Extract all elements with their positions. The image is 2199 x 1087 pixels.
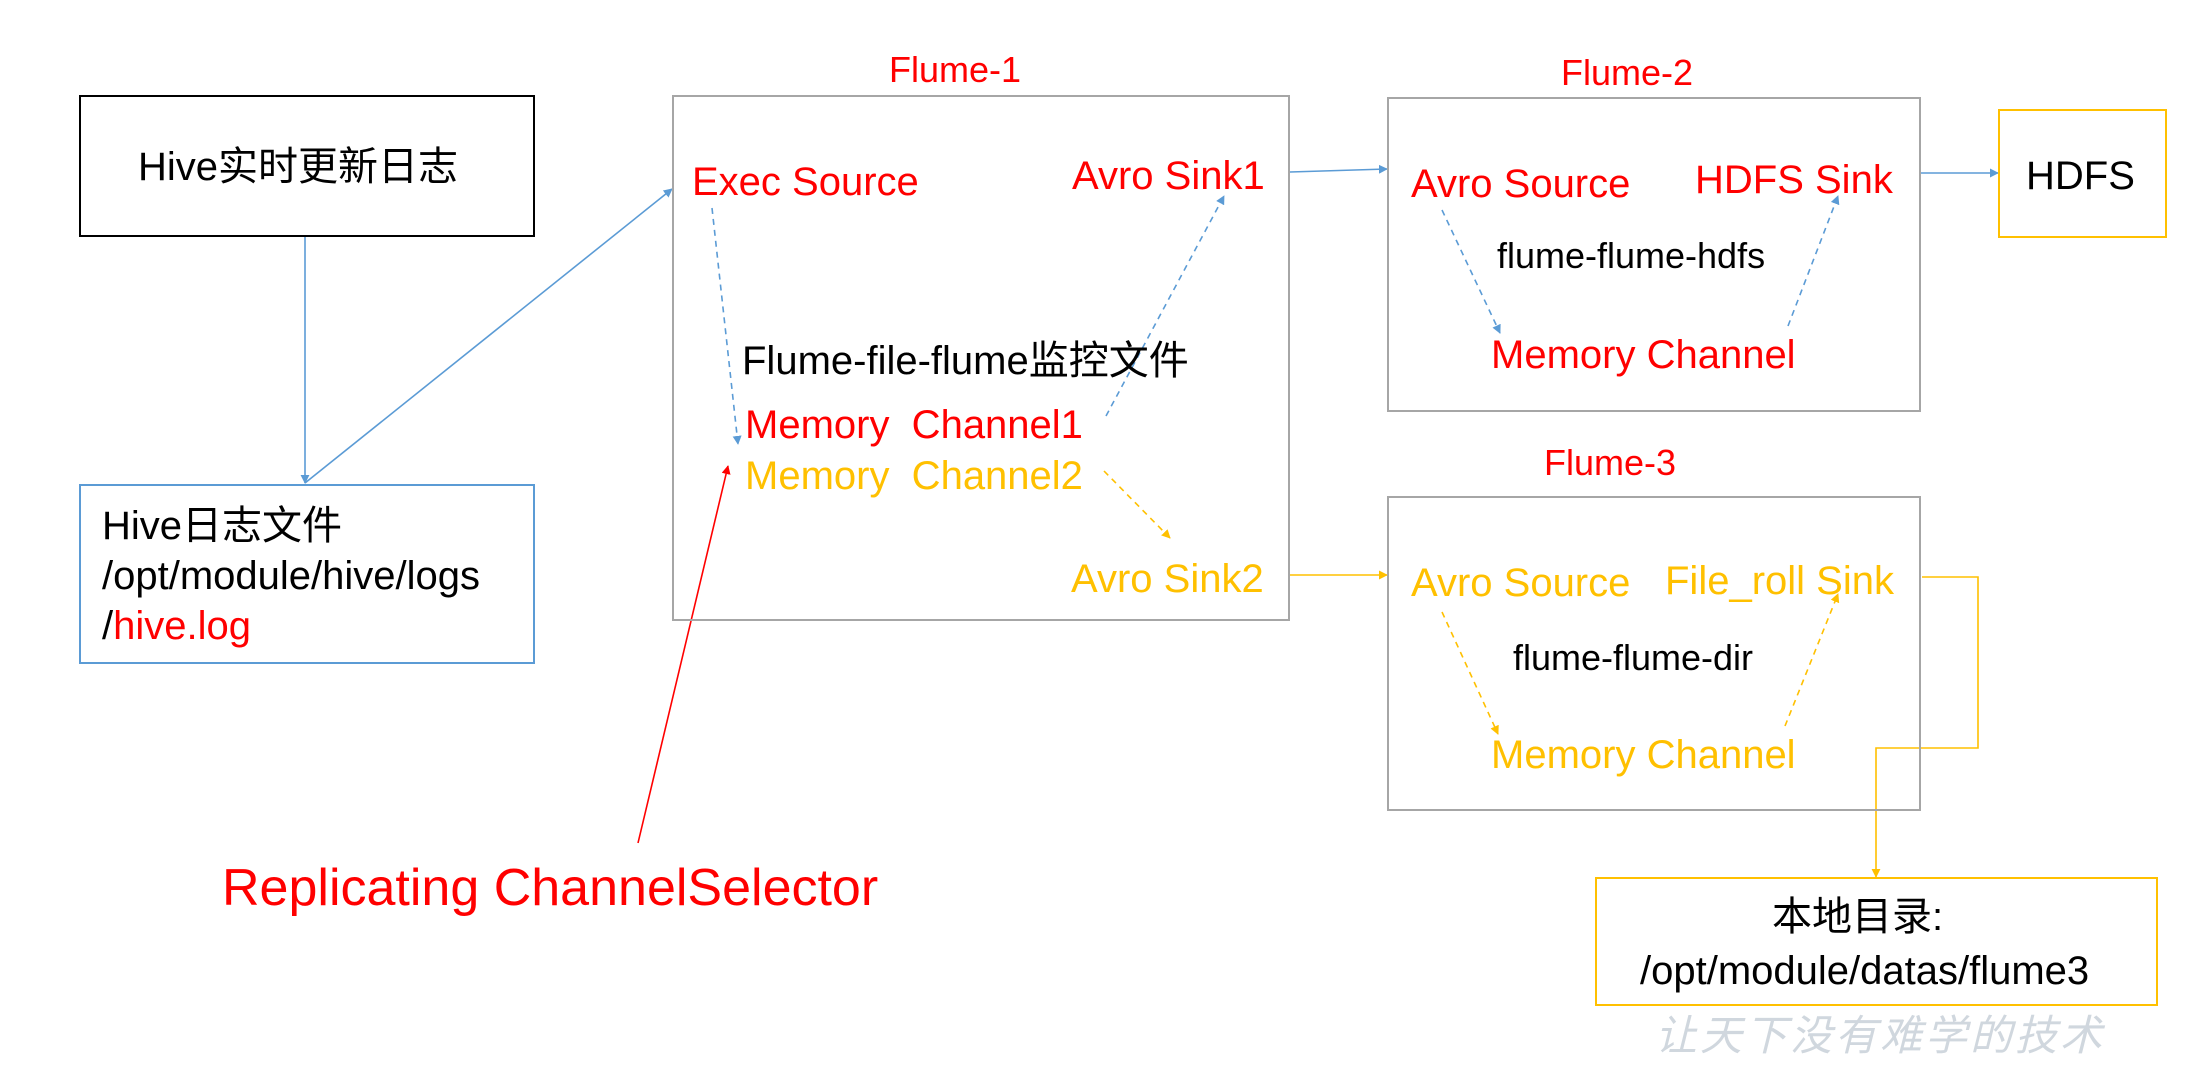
- arrow-logfile-to-exec-source: [304, 188, 673, 484]
- hive-log-box-label: Hive实时更新日志: [138, 145, 459, 189]
- flume3-memory-channel: Memory Channel: [1491, 733, 1796, 777]
- arrow-selector-to-channels: [637, 465, 731, 844]
- hive-log-box: Hive实时更新日志: [79, 95, 535, 237]
- local-dir-path: /opt/module/datas/flume3: [1640, 949, 2090, 993]
- hdfs-box: HDFS: [1998, 109, 2167, 238]
- hive-log-file-title: Hive日志文件: [102, 504, 343, 548]
- flume1-agent-box: [672, 95, 1290, 621]
- hdfs-box-label: HDFS: [2026, 154, 2135, 198]
- flume1-memory-channel2: Memory Channel2: [745, 454, 1083, 498]
- arrow-flume2-channel-to-hdfs-sink: [1787, 195, 1840, 327]
- flume2-hdfs-sink: HDFS Sink: [1695, 158, 1893, 202]
- replicating-channel-selector-label: Replicating ChannelSelector: [222, 859, 879, 917]
- flume2-avro-source: Avro Source: [1411, 162, 1631, 206]
- flume2-config-label: flume-flume-hdfs: [1497, 235, 1766, 276]
- watermark: 让天下没有难学的技术: [1655, 1011, 2106, 1060]
- arrow-flume2-source-to-channel: [1441, 209, 1501, 334]
- flume1-config-label: Flume-file-flume监控文件: [742, 339, 1189, 383]
- flume1-exec-source: Exec Source: [692, 160, 919, 204]
- hive-log-file-name: /hive.log: [102, 606, 251, 646]
- flume3-agent-box: [1387, 496, 1921, 811]
- flume2-title: Flume-2: [1561, 52, 1694, 93]
- hive-log-file-box: Hive日志文件 /opt/module/hive/logs /hive.log: [79, 484, 535, 664]
- arrow-flume3-channel-to-file-roll-sink: [1784, 593, 1840, 727]
- flume3-file-roll-sink: File_roll Sink: [1665, 559, 1894, 603]
- flume1-avro-sink1: Avro Sink1: [1072, 154, 1265, 198]
- flume2-memory-channel: Memory Channel: [1491, 333, 1796, 377]
- local-dir-title: 本地目录:: [1772, 895, 1944, 939]
- arrow-flume3-source-to-channel: [1441, 611, 1499, 735]
- flume3-title: Flume-3: [1544, 442, 1677, 483]
- arrow-file-roll-sink-to-local-dir: [1871, 576, 1979, 878]
- flume1-memory-channel1: Memory Channel1: [745, 403, 1083, 447]
- hive-log-file-path: /opt/module/hive/logs: [102, 554, 481, 598]
- arrow-avro-sink1-to-flume2: [1289, 164, 1388, 174]
- flume1-avro-sink2: Avro Sink2: [1071, 557, 1264, 601]
- arrow-channel1-to-avro-sink1: [1105, 195, 1225, 417]
- arrow-channel2-to-avro-sink2: [1103, 470, 1171, 539]
- local-dir-box: 本地目录: /opt/module/datas/flume3: [1595, 877, 2158, 1006]
- hive-log-file-slash: /: [102, 604, 114, 648]
- hive-log-filename: hive.log: [113, 604, 251, 648]
- flume3-avro-source: Avro Source: [1411, 561, 1631, 605]
- flume3-config-label: flume-flume-dir: [1513, 637, 1754, 678]
- flume2-agent-box: [1387, 97, 1921, 412]
- flume1-title: Flume-1: [889, 49, 1022, 90]
